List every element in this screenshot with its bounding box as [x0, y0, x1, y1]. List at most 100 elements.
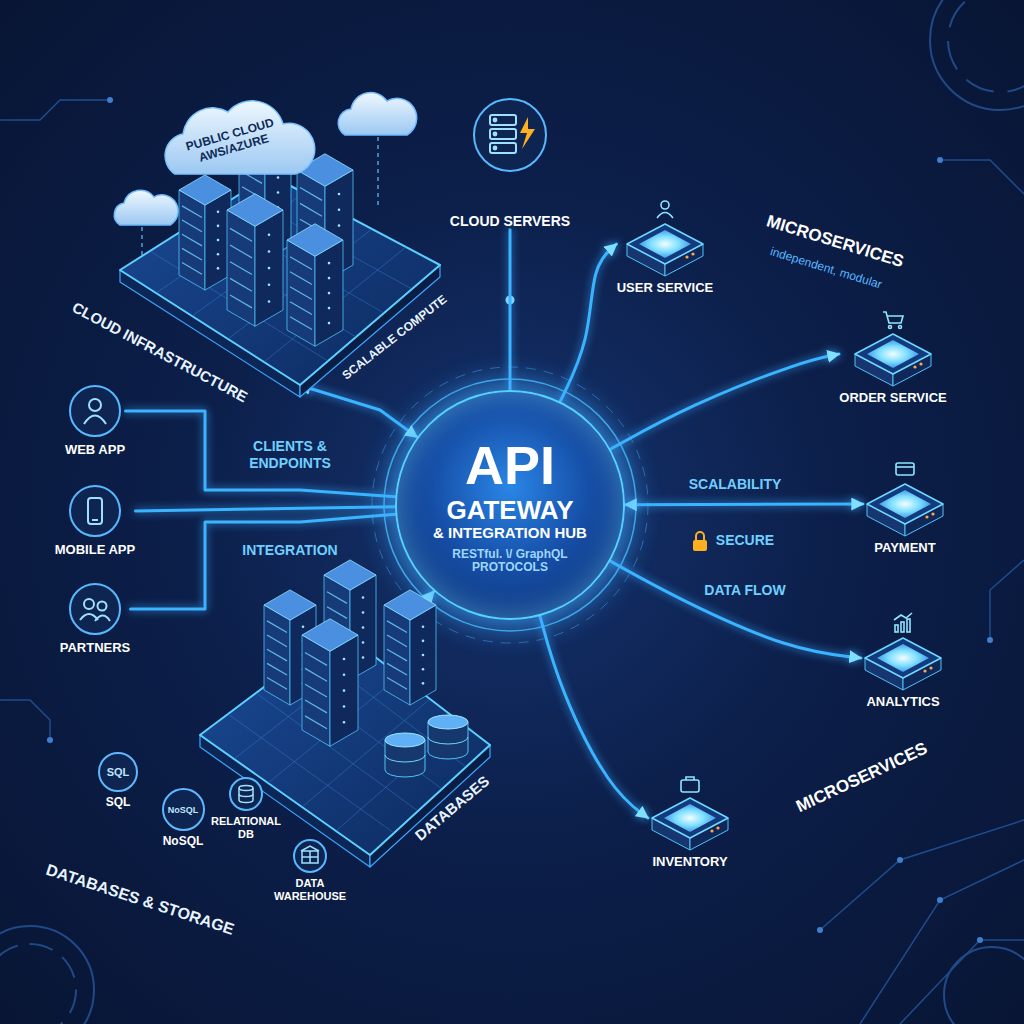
- connector: [625, 503, 863, 507]
- node-icon: [228, 776, 264, 812]
- decor-circle: [897, 857, 903, 863]
- chip-top: [652, 798, 728, 838]
- server-rack: [297, 154, 353, 186]
- decor-circle: [47, 737, 53, 743]
- annotation-label: SCALABILITY: [689, 476, 782, 493]
- rack-light: [268, 250, 271, 253]
- node-label: & INTEGRATION HUB: [433, 525, 587, 542]
- icon-ring: [70, 584, 120, 634]
- rack-light: [338, 224, 341, 227]
- rack-light: [422, 654, 425, 657]
- annotation-label: MICROSERVICES: [793, 739, 931, 818]
- rack-slot: [230, 262, 252, 275]
- node-icon: [292, 838, 328, 874]
- rack-light: [217, 225, 220, 228]
- rack-light: [338, 208, 341, 211]
- decor-path: [239, 794, 253, 797]
- server-rack: [330, 635, 358, 746]
- service-glyph: [894, 613, 912, 632]
- rack-slot: [267, 621, 287, 633]
- chip-top: [865, 638, 941, 678]
- server-rack: [227, 210, 255, 326]
- rack-slot: [290, 317, 312, 330]
- database-cylinder: [428, 715, 468, 729]
- storage-node: DATA WAREHOUSE: [270, 838, 350, 903]
- decor-path: [940, 160, 1024, 194]
- rack-slot: [387, 621, 407, 633]
- cloud-outline: [165, 101, 315, 174]
- node-label: INVENTORY: [652, 854, 727, 870]
- node-label: GATEWAY: [446, 496, 573, 525]
- cloud-shape: PUBLIC CLOUD AWS/AZURE: [150, 92, 315, 192]
- node-label: MOBILE APP: [55, 542, 135, 558]
- node-label: RESTful. \/ GraphQL PROTOCOLS: [430, 548, 590, 575]
- decor-circle: [691, 252, 694, 255]
- server-rack: [302, 635, 330, 746]
- service-chip-icon: [863, 458, 947, 538]
- decor-circle: [494, 119, 497, 122]
- decor-circle: [716, 826, 719, 829]
- connector: [540, 616, 648, 818]
- connector: [560, 244, 616, 402]
- cloud-drawing: [338, 93, 417, 135]
- rack-slot: [230, 278, 252, 291]
- chip-top: [855, 334, 931, 374]
- decor-rect: [895, 625, 898, 632]
- client-node: MOBILE APP: [55, 484, 136, 558]
- decor-path: [239, 788, 253, 803]
- rack-light: [328, 262, 331, 265]
- service-chip-icon: [861, 612, 945, 692]
- server-rack: [239, 140, 291, 170]
- rack-light: [338, 193, 341, 196]
- rack-light: [268, 283, 271, 286]
- decor-circle: [931, 512, 934, 515]
- rack-slot: [182, 263, 202, 275]
- decor-ellipse: [239, 786, 253, 791]
- rack-slot: [305, 653, 327, 666]
- cloud-platform: CLOUD INFRASTRUCTURESCALABLE COMPUTE: [120, 175, 440, 385]
- icon-ring: [474, 99, 546, 171]
- decor-path: [883, 312, 903, 323]
- rack-light: [422, 682, 425, 685]
- icon-ring: [230, 778, 262, 810]
- decor-circle: [977, 937, 983, 943]
- icon-glyph: [80, 599, 110, 621]
- decor-path: [686, 777, 694, 780]
- rack-slot: [267, 649, 287, 661]
- rack-light: [343, 705, 346, 708]
- rack-slot: [387, 678, 407, 690]
- rack-slot: [305, 684, 327, 697]
- annotation-label: SECURE: [716, 532, 774, 549]
- client-node: WEB APP: [65, 384, 126, 458]
- decor-circle: [944, 947, 1024, 1024]
- decor-circle: [494, 147, 497, 150]
- service-chip-icon: [648, 772, 732, 852]
- rack-light: [277, 176, 280, 179]
- rack-slot: [290, 272, 312, 285]
- service-node: ANALYTICS: [861, 612, 945, 710]
- decor-circle: [0, 926, 94, 1024]
- rack-light: [422, 625, 425, 628]
- storage-badge: NoSQLNoSQL: [162, 788, 205, 848]
- server-rack: [315, 240, 343, 346]
- decor-path: [860, 860, 1024, 1024]
- decor-circle: [685, 255, 688, 258]
- rack-light: [343, 689, 346, 692]
- chip-top: [867, 484, 943, 524]
- decor-path: [520, 117, 535, 149]
- icon-glyph: [490, 115, 535, 153]
- rack-slot: [267, 663, 287, 675]
- rack-slot: [242, 172, 262, 184]
- icon-glyph: [301, 846, 319, 863]
- server-rack: [384, 590, 436, 620]
- label-slot: MICROSERVICES: [793, 739, 931, 818]
- node-label: RELATIONAL DB: [206, 815, 286, 841]
- dashed-link: [377, 137, 378, 205]
- rack-light: [277, 191, 280, 194]
- decor-circle: [98, 602, 107, 611]
- server-rack: [302, 619, 358, 651]
- rack-light: [362, 626, 365, 629]
- decor-rect: [901, 622, 904, 632]
- rack-slot: [300, 188, 322, 201]
